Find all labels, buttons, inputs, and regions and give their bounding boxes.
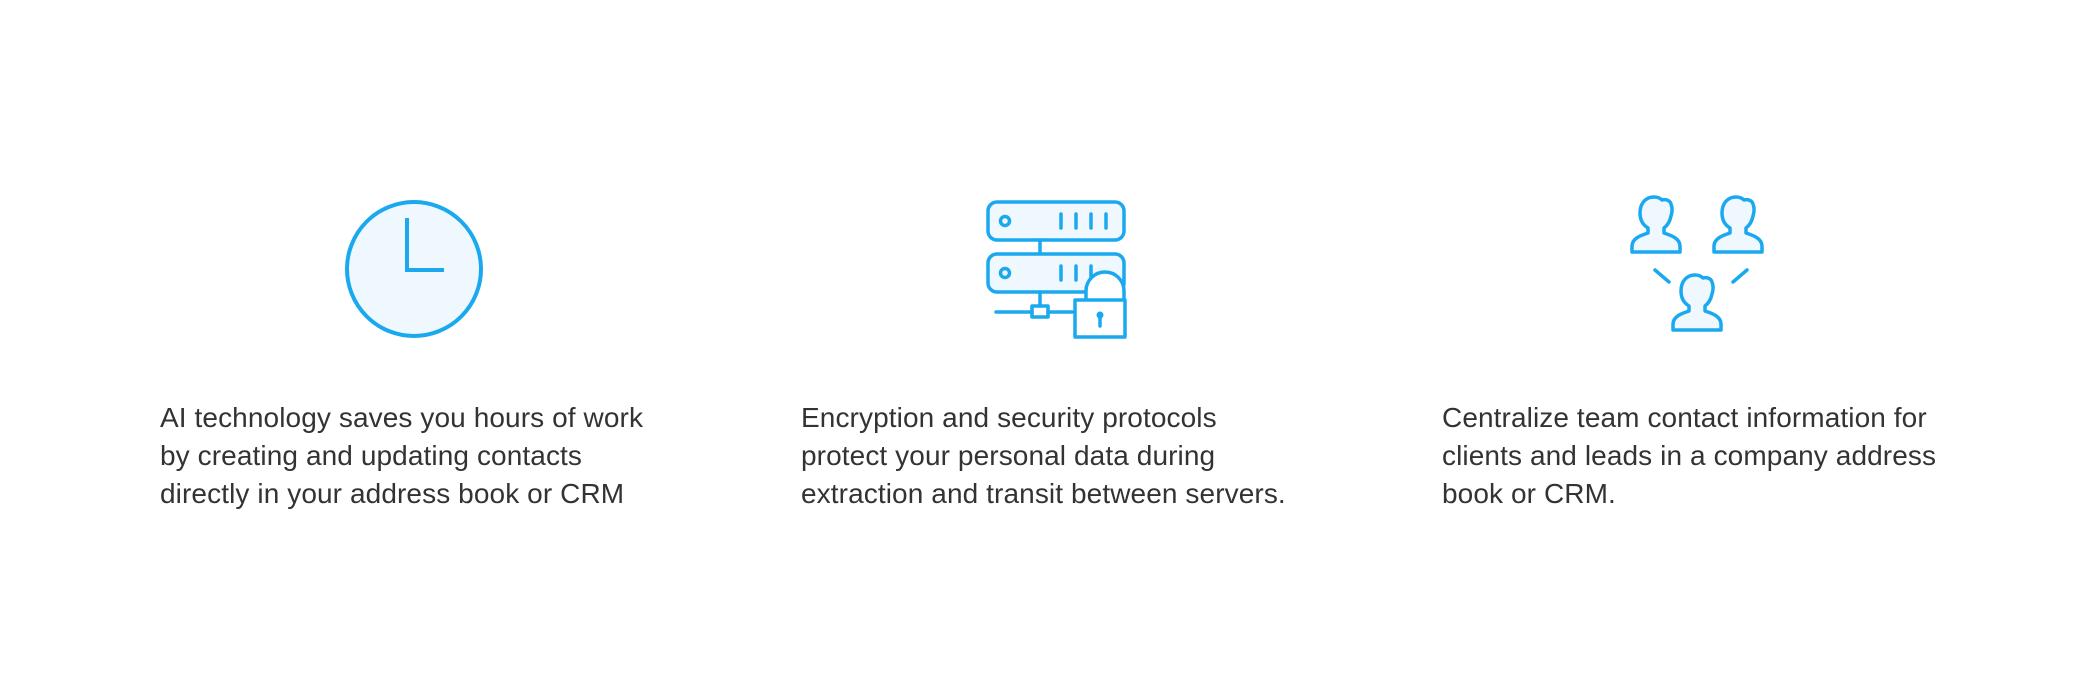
feature-icon-container bbox=[160, 194, 720, 344]
feature-icon-container bbox=[1442, 194, 2002, 344]
team-contacts-icon bbox=[1630, 195, 1764, 332]
feature-time-saving: AI technology saves you hours of work by… bbox=[160, 194, 720, 509]
feature-description: AI technology saves you hours of work by… bbox=[160, 402, 644, 509]
feature-icon-container bbox=[801, 194, 1361, 344]
feature-description: Centralize team contact information for … bbox=[1442, 402, 1937, 509]
feature-description: Encryption and security protocols protec… bbox=[801, 402, 1286, 509]
clock-icon bbox=[345, 200, 483, 338]
feature-team-contacts: Centralize team contact information for … bbox=[1442, 194, 2002, 509]
feature-security: Encryption and security protocols protec… bbox=[801, 194, 1361, 509]
secure-server-icon bbox=[986, 200, 1127, 339]
